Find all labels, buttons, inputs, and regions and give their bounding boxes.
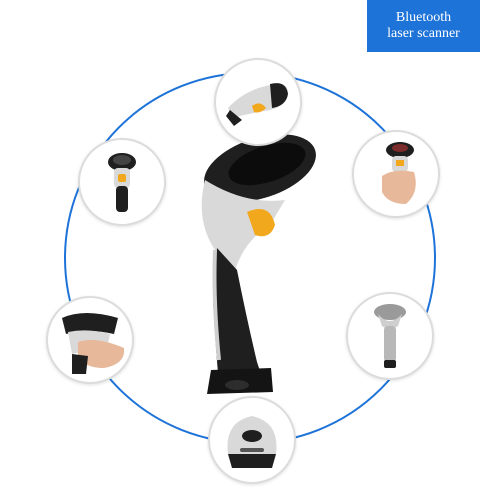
scanner-upright-image — [374, 304, 406, 368]
banner-line-2: laser scanner — [387, 26, 460, 41]
product-banner: Bluetooth laser scanner — [367, 0, 480, 52]
bubble-upper-right-hand — [352, 130, 440, 218]
banner-line-1: Bluetooth — [395, 10, 452, 25]
hand-holding-scanner-image — [382, 142, 416, 204]
hand-gripping-scanner-image — [62, 313, 125, 374]
bubble-bottom-scanner — [208, 396, 296, 484]
scanner-front-image — [108, 153, 136, 212]
bubble-top-scanner — [214, 58, 302, 146]
scanner-side-image — [226, 83, 288, 126]
scanner-top-view-image — [227, 416, 277, 468]
bubble-lower-left-hand — [46, 296, 134, 384]
scanner-main-image — [201, 134, 316, 394]
bubble-upper-left-scanner — [78, 138, 166, 226]
bubble-lower-right-scanner — [346, 292, 434, 380]
